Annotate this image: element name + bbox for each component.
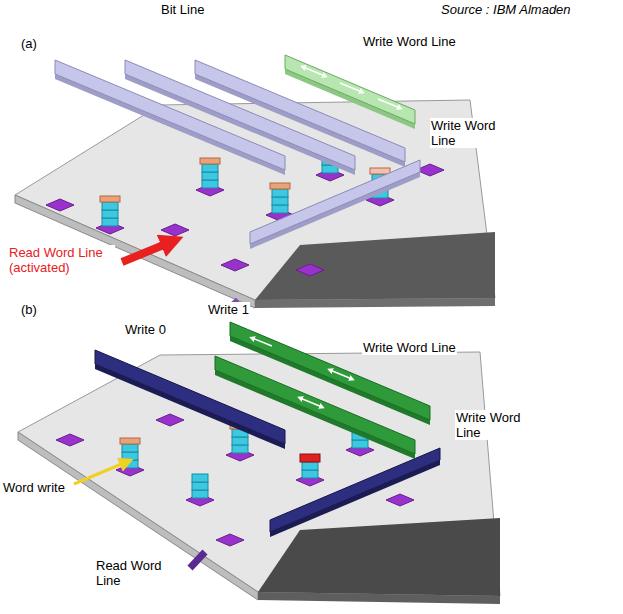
panel-a-pads-part (161, 224, 189, 236)
panel-b-vias-part (122, 444, 138, 452)
panel-a-substrate-part (255, 232, 495, 300)
line-label: Write Word Line (430, 118, 512, 148)
panel-b-pads-part (56, 434, 84, 446)
panel-letter: (a) (20, 36, 38, 51)
panel-b-vias-part (122, 452, 138, 460)
panel-a-bit-lines-part (250, 172, 420, 249)
panel-a-write-word-line-part (378, 99, 400, 108)
panel-b-vias-part (232, 437, 248, 445)
panel-a-write-word-line-part (340, 83, 362, 92)
panel-a-vias-part (202, 164, 218, 172)
panel-a-junctions-part (100, 196, 120, 202)
panel-b-substrate (18, 352, 500, 604)
panel-a-vias-part (202, 180, 218, 188)
panel-b-pads-part (216, 534, 244, 546)
line-label: Write Word Line (362, 34, 457, 49)
source-note: Source : IBM Almaden (440, 2, 572, 17)
panel-b-vias-part (192, 490, 208, 498)
panel-b-substrate-part (18, 352, 500, 596)
panel-b-pads-part (386, 494, 414, 506)
panel-a-pads-part (296, 264, 324, 276)
panel-a-write-word-line-part (285, 69, 415, 129)
panel-a-write-word-line (285, 55, 415, 129)
panel-b-junctions (120, 423, 320, 462)
line-label: Read Word Line (95, 558, 172, 588)
panel-a-bit-lines-part (195, 74, 405, 167)
panel-b-word-write-arrow (74, 463, 124, 484)
panel-b-vias-part (232, 445, 248, 453)
panel-b-vias-part (352, 440, 368, 448)
panel-a-read-word-line-part (122, 244, 166, 262)
panel-b-read-word-line (190, 552, 205, 568)
panel-a-vias-part (272, 197, 288, 205)
panel-b-write-1-lines-part (215, 370, 415, 459)
line-label: Write 1 (207, 302, 250, 317)
panel-a-vias-part (202, 172, 218, 180)
panel-a-write-word-line-part (285, 55, 415, 124)
panel-b-write-0-lines (95, 350, 440, 537)
line-label: Write Word Line (362, 340, 457, 355)
panel-a-bit-lines (55, 60, 420, 249)
panel-b-vias-part (302, 470, 318, 478)
line-label: Read Word Line (activated) (8, 245, 115, 275)
panel-b-write-0-lines-part (270, 460, 440, 537)
panel-letter: (b) (20, 302, 38, 317)
panel-b-write-0-lines-part (95, 350, 285, 444)
line-label: Bit Line (160, 2, 205, 17)
panel-b-write-1-lines-part (252, 338, 272, 346)
panel-b-read-word-line-part (190, 552, 205, 568)
panel-a-substrate-part (255, 298, 495, 308)
panel-a-vias-part (272, 189, 288, 197)
panel-a-vias-part (102, 202, 118, 210)
panel-b-vias (122, 429, 368, 498)
panel-b-write-0-lines-part (270, 448, 440, 532)
panel-a-vias-part (102, 218, 118, 226)
panel-b-write-1-lines-part (215, 356, 415, 454)
panel-b-write-1-lines-part (330, 370, 352, 379)
panel-b-substrate-part (18, 432, 258, 600)
panel-b-vias-part (192, 482, 208, 490)
panel-b-vias-part (302, 462, 318, 470)
panel-b-word-write-arrow-part (74, 463, 124, 484)
panel-b-vias-part (192, 474, 208, 482)
panel-a-vias-part (102, 210, 118, 218)
line-label: Write 0 (124, 322, 167, 337)
panel-b-junctions-part (120, 438, 140, 444)
panel-a-vias-part (272, 205, 288, 213)
panel-b-write-1-lines-part (300, 398, 322, 407)
panel-a-bit-lines-part (250, 160, 420, 244)
panel-a-junctions-part (370, 168, 390, 174)
panel-b-substrate-part (258, 518, 500, 596)
panel-a-write-word-line-part (303, 67, 325, 76)
panel-b-pads-part (156, 414, 184, 426)
panel-a-junctions-part (270, 183, 290, 189)
panel-a-pads-part (221, 259, 249, 271)
line-label: Write Word Line (455, 410, 537, 440)
panel-b-substrate-part (258, 592, 500, 604)
panel-a-junctions-part (200, 158, 220, 164)
panel-a-read-word-line-part (160, 243, 168, 246)
arrow-label: Word write (2, 480, 66, 495)
panel-a-pads-part (46, 199, 74, 211)
panel-b-junctions-part (300, 454, 320, 462)
